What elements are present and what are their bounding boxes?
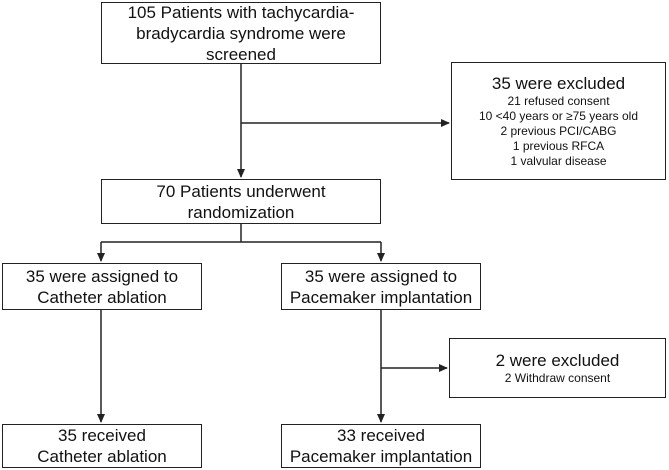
excluded-1-title: 35 were excluded: [491, 74, 626, 93]
excluded-1-reason: 1 valvular disease: [510, 154, 607, 168]
screened-line-2: bradycardia syndrome were: [136, 23, 346, 43]
pacemaker-arm-line-2: Pacemaker implantation: [289, 287, 473, 307]
ablation-arm-line-1: 35 were assigned to: [25, 266, 179, 286]
excluded-1-reason: 2 previous PCI/CABG: [500, 124, 617, 138]
screened-line-3: screened: [206, 44, 276, 64]
excluded-box-2: 2 were excluded 2 Withdraw consent: [449, 338, 666, 398]
received-pacemaker-line-2: Pacemaker implantation: [289, 447, 473, 466]
excluded-1-reason: 10 <40 years or ≥75 years old: [478, 109, 638, 123]
randomization-box: 70 Patients underwent randomization: [101, 179, 381, 224]
randomization-line-2: randomization: [187, 202, 295, 222]
received-pacemaker-line-1: 33 received: [337, 426, 425, 445]
received-ablation-box: 35 received Catheter ablation: [2, 424, 202, 468]
excluded-2-reason: 2 Withdraw consent: [504, 371, 611, 385]
excluded-box-1: 35 were excluded 21 refused consent 10 <…: [451, 62, 666, 180]
ablation-arm-line-2: Catheter ablation: [37, 287, 167, 307]
pacemaker-arm-box: 35 were assigned to Pacemaker implantati…: [281, 263, 481, 310]
ablation-arm-box: 35 were assigned to Catheter ablation: [2, 263, 202, 310]
screened-box: 105 Patients with tachycardia- bradycard…: [101, 2, 381, 64]
received-ablation-line-1: 35 received: [58, 426, 146, 445]
excluded-1-reason: 1 previous RFCA: [512, 139, 605, 153]
screened-line-1: 105 Patients with tachycardia-: [127, 2, 355, 22]
excluded-1-reason: 21 refused consent: [507, 94, 610, 108]
received-ablation-line-2: Catheter ablation: [37, 447, 167, 466]
received-pacemaker-box: 33 received Pacemaker implantation: [281, 424, 481, 468]
excluded-2-title: 2 were excluded: [495, 351, 620, 370]
randomization-line-1: 70 Patients underwent: [156, 181, 326, 201]
pacemaker-arm-line-1: 35 were assigned to: [304, 266, 458, 286]
